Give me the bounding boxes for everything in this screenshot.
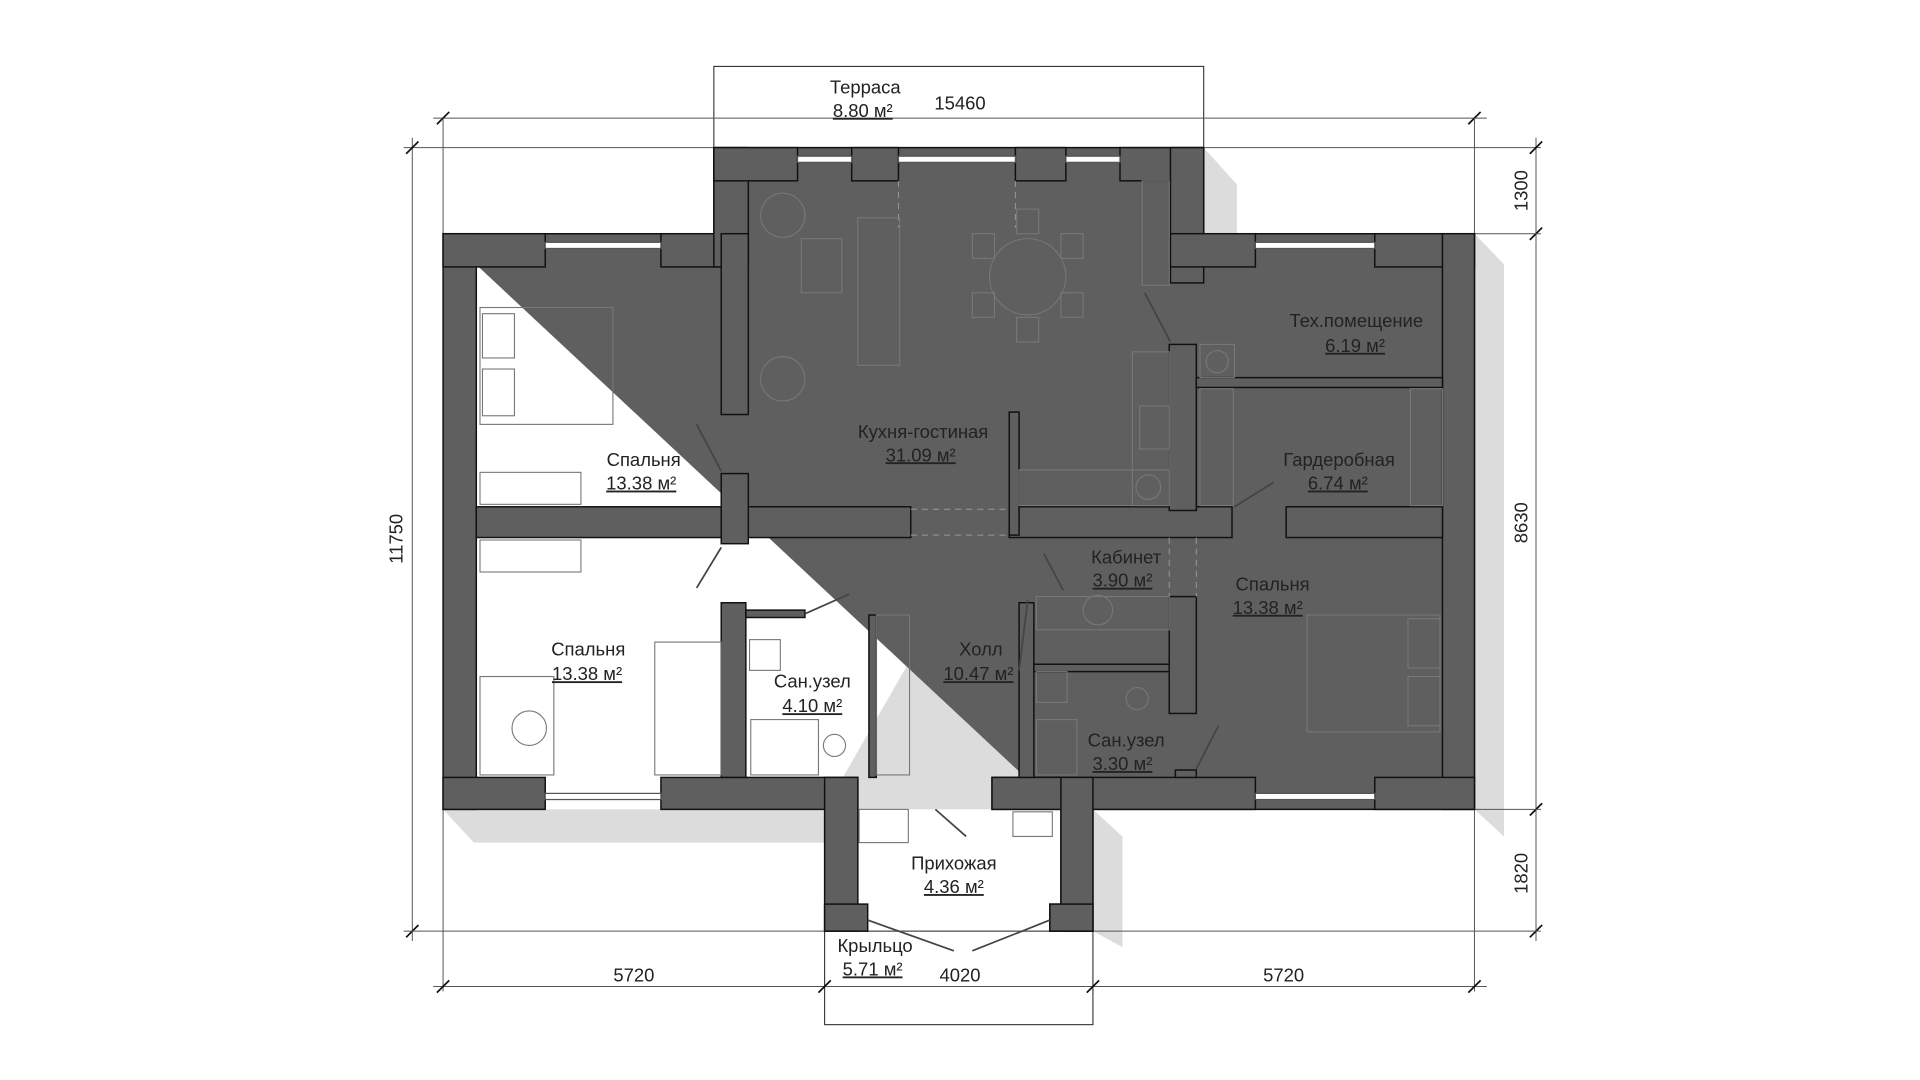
sink: [748, 639, 781, 671]
dim-right-width: 5720: [1263, 965, 1304, 986]
wardrobe: [1409, 388, 1444, 507]
room-name: Спальня: [607, 449, 681, 470]
room-area: 4.36 м²: [924, 876, 984, 897]
dim-terrace-depth: 1300: [1510, 170, 1531, 211]
boiler: [1199, 343, 1236, 379]
room-name: Тех.помещение: [1290, 310, 1424, 331]
room-area: 6.19 м²: [1325, 335, 1385, 356]
room-area: 31.09 м²: [886, 444, 956, 465]
armchair: [760, 192, 806, 238]
dim-entry-depth: 1820: [1510, 853, 1531, 894]
room-name: Прихожая: [911, 853, 996, 874]
entry-bench: [1012, 811, 1053, 838]
room-name: Терраса: [830, 76, 901, 97]
toilet: [1125, 687, 1149, 711]
room-name: Кабинет: [1091, 546, 1162, 567]
room-area: 13.38 м²: [1233, 597, 1303, 618]
room-area: 3.30 м²: [1093, 753, 1153, 774]
room-area: 13.38 м²: [606, 473, 676, 494]
coffee-table: [800, 238, 843, 294]
room-name: Гардеробная: [1283, 449, 1395, 470]
room-area: 13.38 м²: [552, 663, 622, 684]
room-name: Сан.узел: [774, 671, 851, 692]
dim-entry-width: 4020: [939, 965, 980, 986]
interior-walls: [475, 232, 1444, 779]
toilet: [822, 733, 847, 758]
sofa: [857, 217, 901, 366]
wardrobe: [875, 614, 911, 776]
wardrobe: [479, 539, 582, 573]
furniture: [479, 180, 1444, 844]
dim-left-width: 5720: [613, 965, 654, 986]
room-labels: Терраса 8.80 м² Тех.помещение 6.19 м² Ку…: [551, 76, 1423, 979]
sink: [1035, 671, 1068, 703]
room-name: Кухня-гостиная: [858, 421, 988, 442]
room-name: Сан.узел: [1088, 730, 1165, 751]
dim-body-depth: 8630: [1510, 502, 1531, 543]
dining-table: [988, 238, 1067, 316]
room-area: 3.90 м²: [1093, 570, 1153, 591]
windows: [544, 155, 1376, 801]
armchair: [760, 356, 806, 402]
dimension-labels: 15460 5720 4020 5720 11750 1300 8630 182…: [385, 92, 1531, 985]
room-name: Спальня: [1236, 573, 1310, 594]
wardrobe: [1199, 388, 1234, 507]
entry-wardrobe: [858, 808, 909, 844]
exterior-walls: [442, 146, 1476, 932]
room-name: Спальня: [551, 639, 625, 660]
shower: [1035, 719, 1078, 776]
shower: [750, 719, 820, 776]
room-area: 10.47 м²: [943, 663, 1013, 684]
fridge: [1141, 180, 1170, 286]
room-area: 8.80 м²: [833, 100, 893, 121]
room-area: 5.71 м²: [843, 958, 903, 979]
wardrobe: [479, 471, 582, 505]
bed: [479, 306, 614, 425]
dim-overall-depth: 11750: [385, 514, 406, 564]
room-name: Крыльцо: [837, 935, 912, 956]
office-chair: [1082, 594, 1114, 626]
desk: [479, 675, 555, 776]
chair: [511, 710, 548, 746]
room-name: Холл: [959, 639, 1002, 660]
bed: [654, 641, 722, 776]
room-area: 4.10 м²: [782, 695, 842, 716]
dim-overall-width: 15460: [934, 92, 985, 113]
doors: [695, 180, 1275, 952]
room-area: 6.74 м²: [1308, 473, 1368, 494]
bed: [1306, 614, 1441, 733]
